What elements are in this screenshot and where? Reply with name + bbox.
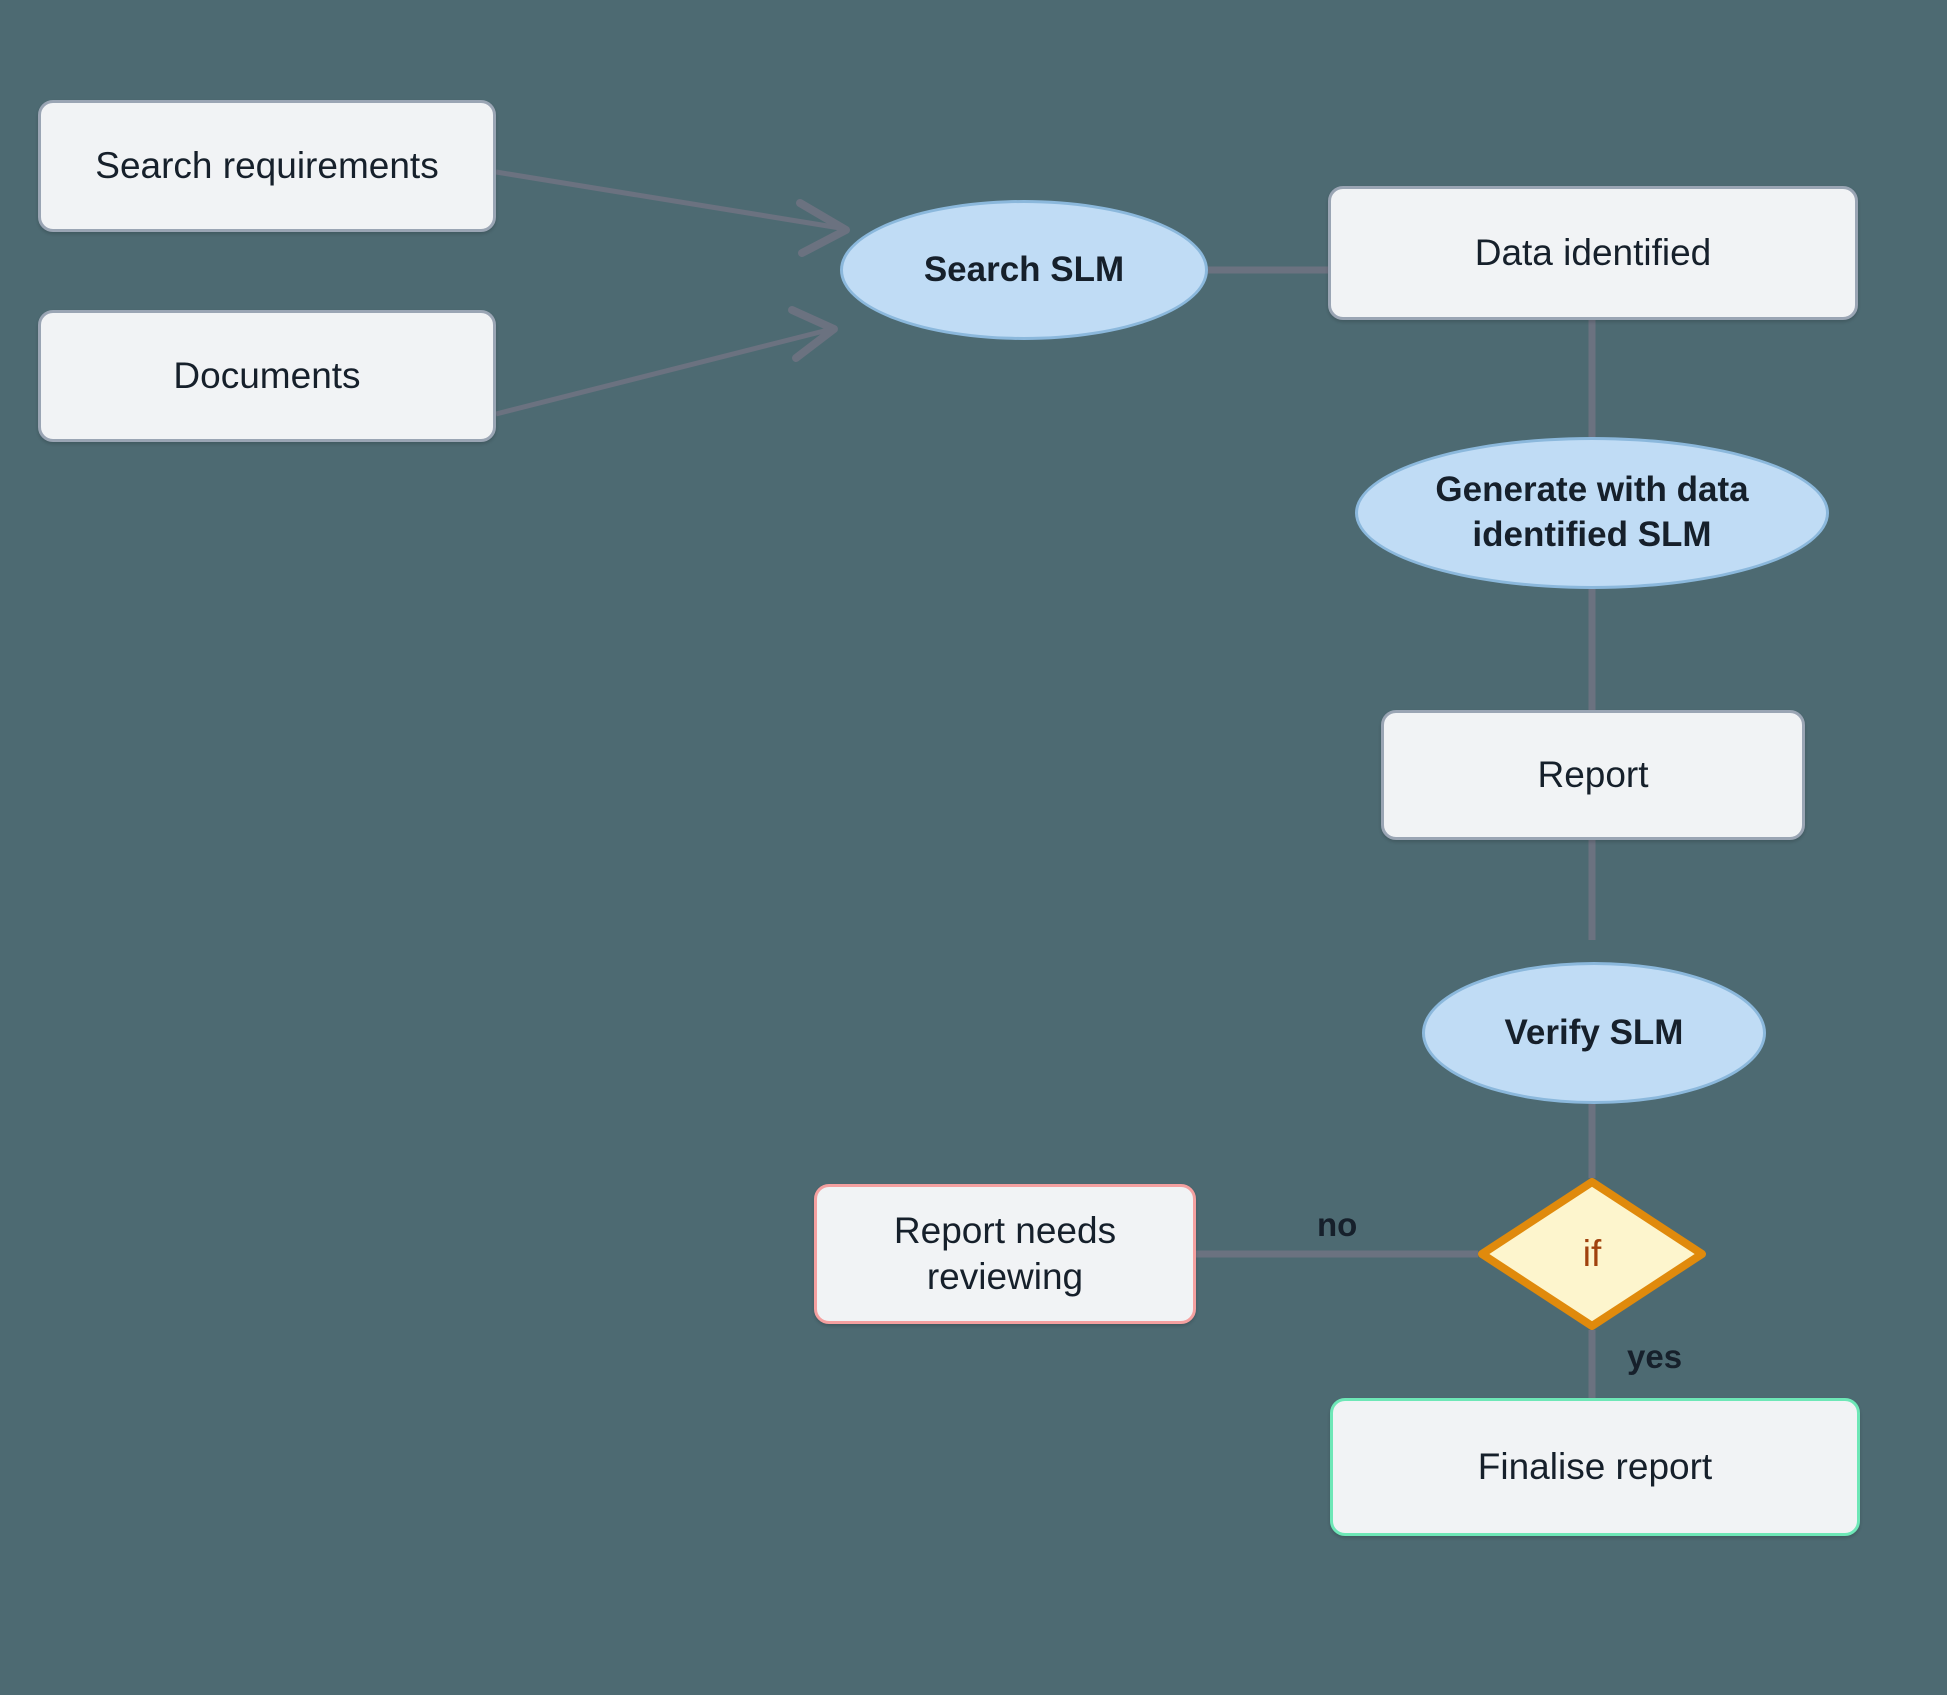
- node-report-needs-reviewing-label-line2: reviewing: [926, 1256, 1084, 1297]
- edge-documents-to-search-slm: [495, 306, 838, 417]
- node-if-decision[interactable]: if: [1478, 1178, 1706, 1330]
- node-verify-slm[interactable]: Verify SLM: [1422, 962, 1766, 1104]
- diamond-shape-icon: [1478, 1178, 1706, 1330]
- edge-search-requirements-to-search-slm: [495, 169, 850, 257]
- node-finalise-report-label: Finalise report: [1477, 1445, 1713, 1487]
- node-data-identified-label: Data identified: [1474, 231, 1712, 273]
- edge-label-yes: yes: [1627, 1338, 1683, 1375]
- node-finalise-report[interactable]: Finalise report: [1330, 1398, 1860, 1536]
- edge-label-no: no: [1317, 1206, 1358, 1243]
- node-documents[interactable]: Documents: [38, 310, 496, 442]
- node-report-label: Report: [1537, 753, 1649, 795]
- node-report-needs-reviewing[interactable]: Report needs reviewing: [814, 1184, 1196, 1324]
- node-search-requirements-label: Search requirements: [95, 144, 439, 186]
- node-data-identified[interactable]: Data identified: [1328, 186, 1858, 320]
- node-verify-slm-label: Verify SLM: [1504, 1012, 1684, 1052]
- node-if-decision-label: if: [1582, 1233, 1602, 1274]
- node-search-slm[interactable]: Search SLM: [840, 200, 1208, 340]
- node-search-slm-label: Search SLM: [923, 249, 1125, 289]
- node-documents-label: Documents: [173, 354, 361, 396]
- node-report-needs-reviewing-label-line1: Report needs: [893, 1209, 1117, 1251]
- node-report[interactable]: Report: [1381, 710, 1805, 840]
- node-generate-slm-label-line2: identified SLM: [1472, 515, 1712, 554]
- node-generate-slm[interactable]: Generate with data identified SLM: [1355, 437, 1829, 589]
- node-search-requirements[interactable]: Search requirements: [38, 100, 496, 232]
- node-generate-slm-label-line1: Generate with data: [1435, 470, 1749, 510]
